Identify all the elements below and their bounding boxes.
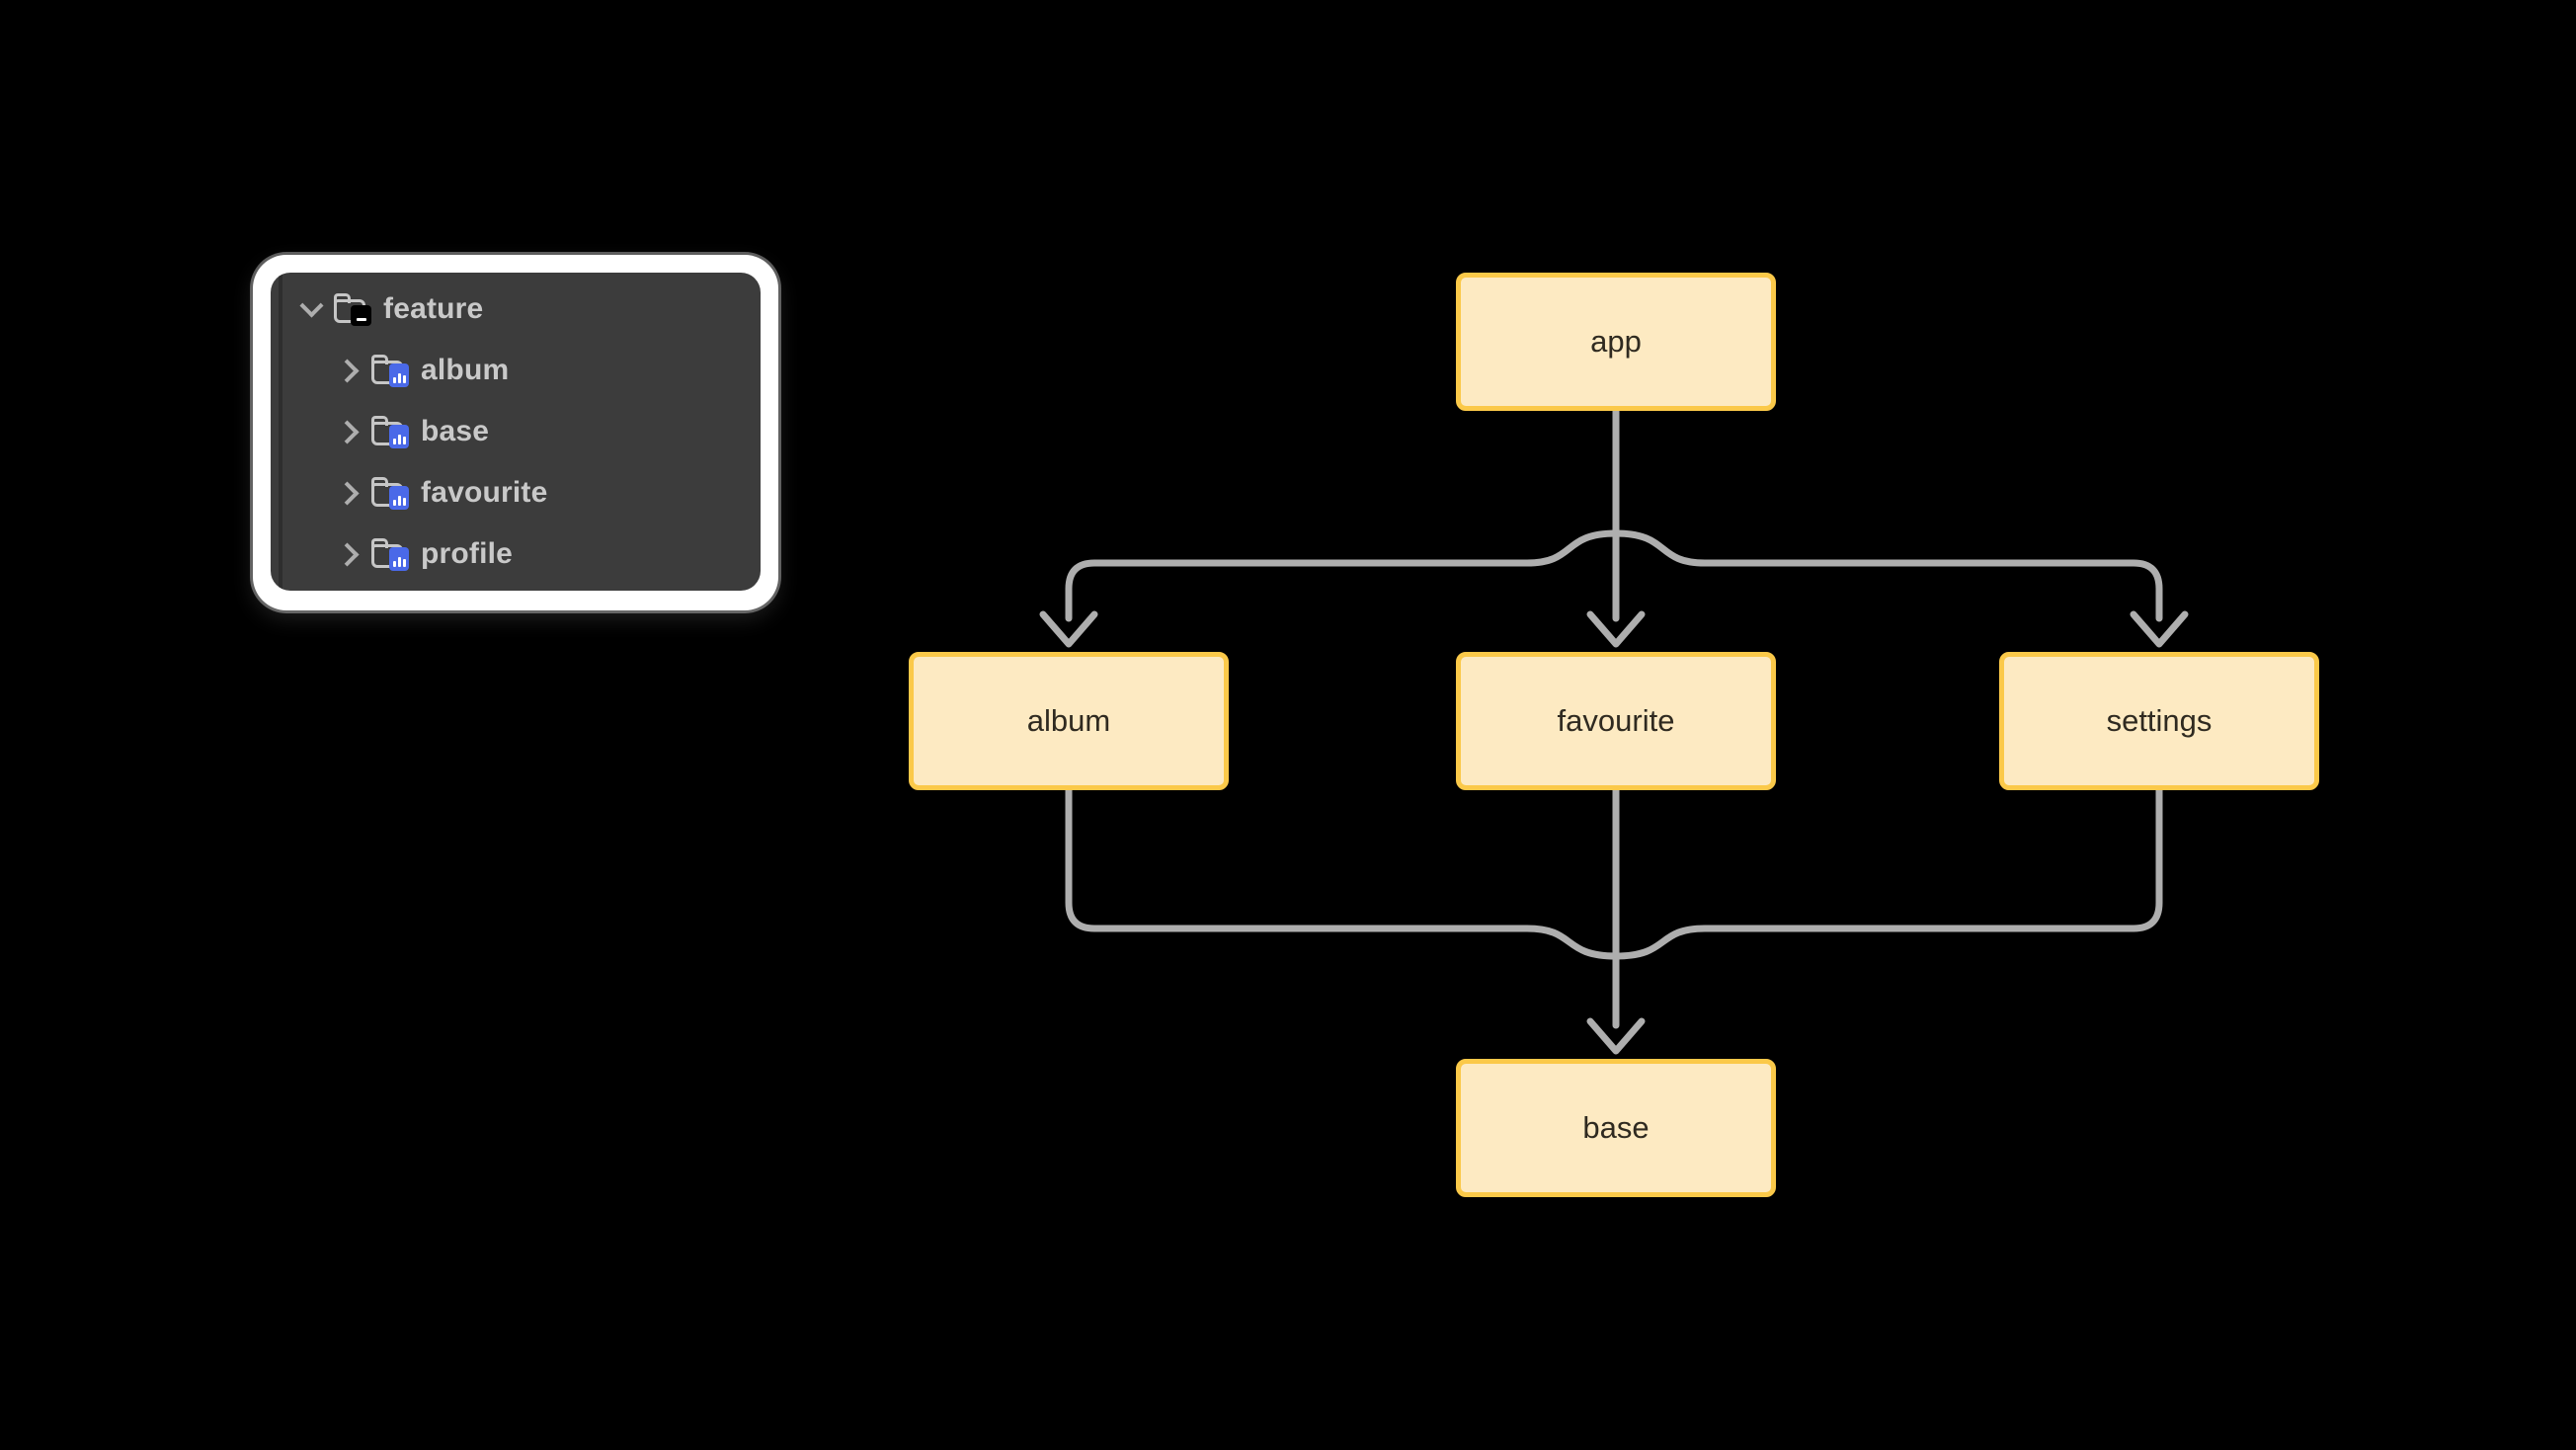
graph-node-label: settings [2106, 703, 2213, 738]
edge-settings-base [1612, 786, 2163, 960]
file-tree-inner: feature album base [271, 273, 761, 591]
edge-app-album [1065, 529, 1620, 622]
graph-node-base[interactable]: base [1456, 1059, 1776, 1197]
arrowhead-favourite [1586, 610, 1646, 648]
graph-node-label: base [1582, 1110, 1650, 1145]
graph-node-label: album [1026, 703, 1111, 738]
folder-module-icon [371, 355, 409, 387]
edge-album-base [1065, 786, 1620, 960]
tree-label-profile: profile [421, 537, 514, 570]
folder-module-icon [371, 477, 409, 510]
file-tree-panel: feature album base [245, 247, 786, 618]
graph-node-settings[interactable]: settings [1999, 652, 2319, 790]
chevron-right-icon[interactable] [336, 356, 365, 385]
arrowhead-base [1586, 1017, 1646, 1055]
tree-row-feature[interactable]: feature [271, 279, 761, 340]
tree-label-base: base [421, 415, 490, 447]
tree-row-album[interactable]: album [271, 340, 761, 401]
tree-indent-guide [279, 273, 282, 591]
chevron-right-icon[interactable] [336, 478, 365, 508]
tree-label-feature: feature [383, 292, 484, 325]
graph-node-album[interactable]: album [909, 652, 1229, 790]
graph-node-app[interactable]: app [1456, 273, 1776, 411]
folder-module-icon [371, 416, 409, 448]
folder-terminal-icon [334, 293, 371, 326]
tree-label-favourite: favourite [421, 476, 548, 509]
chevron-down-icon[interactable] [298, 294, 328, 324]
tree-row-base[interactable]: base [271, 401, 761, 462]
graph-node-label: app [1590, 324, 1642, 359]
arrowhead-album [1039, 610, 1098, 648]
chevron-right-icon[interactable] [336, 539, 365, 569]
tree-row-favourite[interactable]: favourite [271, 462, 761, 524]
tree-label-album: album [421, 354, 510, 386]
folder-module-icon [371, 538, 409, 571]
edge-app-settings [1612, 529, 2163, 622]
graph-node-label: favourite [1557, 703, 1675, 738]
tree-row-profile[interactable]: profile [271, 524, 761, 585]
arrowhead-settings [2130, 610, 2189, 648]
graph-node-favourite[interactable]: favourite [1456, 652, 1776, 790]
chevron-right-icon[interactable] [336, 417, 365, 446]
